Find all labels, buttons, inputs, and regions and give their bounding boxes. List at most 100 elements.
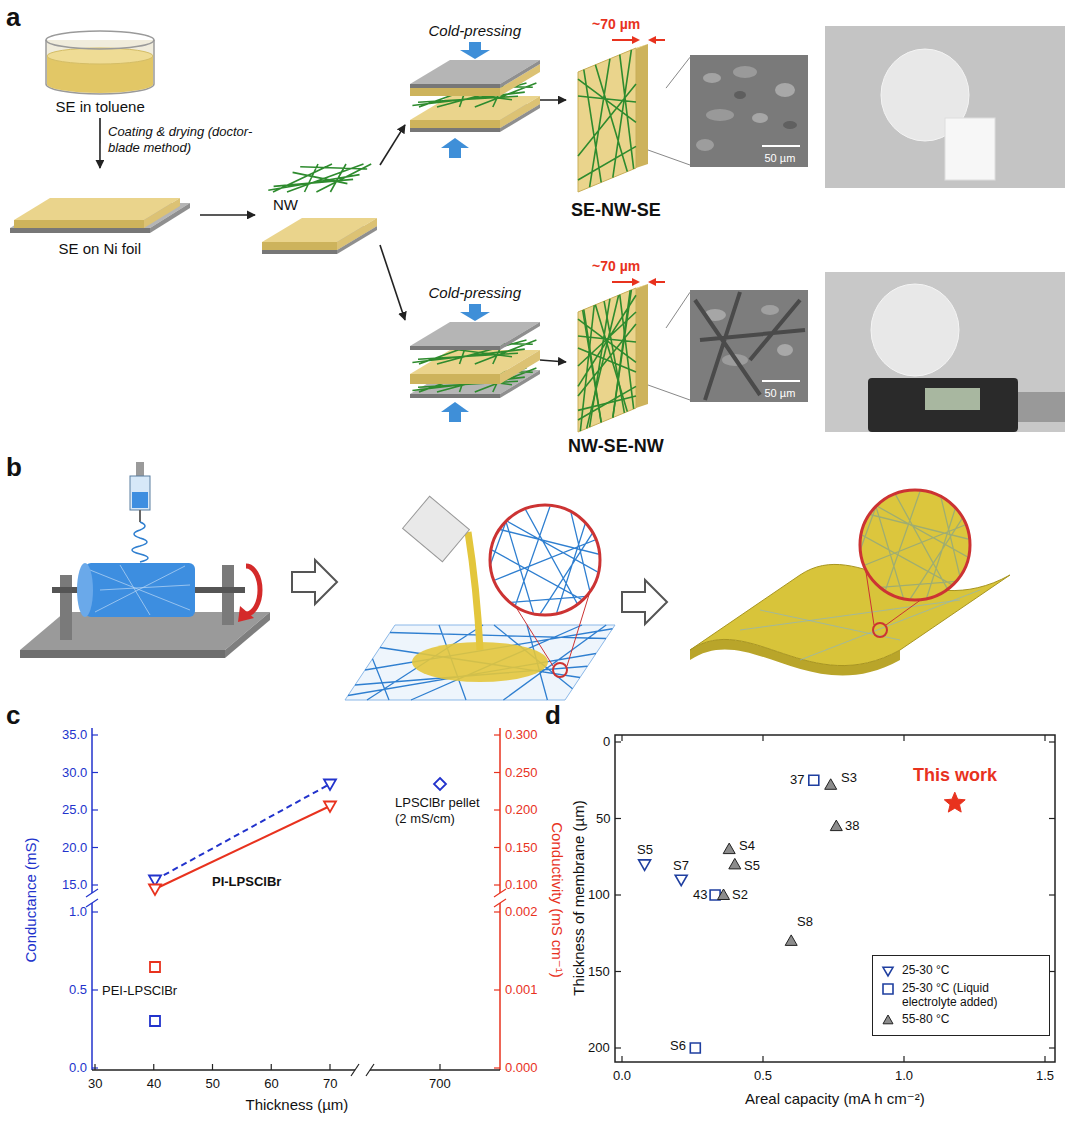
axis-title: Conductance (mS) bbox=[21, 837, 39, 962]
tick-label: 20.0 bbox=[62, 840, 87, 856]
nanowire-on-foil bbox=[266, 164, 374, 192]
tick-label: 0.0 bbox=[69, 1060, 87, 1076]
tick-mark bbox=[903, 735, 904, 741]
node-text: NW bbox=[273, 196, 298, 214]
data-point bbox=[324, 780, 336, 791]
process-arrow bbox=[540, 99, 566, 101]
tick-mark bbox=[439, 1064, 440, 1070]
tick-mark bbox=[494, 911, 500, 912]
process-arrow bbox=[99, 118, 101, 168]
flexible-membrane bbox=[860, 490, 970, 600]
process-arrow bbox=[622, 580, 667, 624]
electrospinning-setup bbox=[132, 522, 148, 562]
axis-title: Thickness (µm) bbox=[246, 1096, 349, 1114]
tick-mark bbox=[1044, 1056, 1045, 1062]
flexible-membrane bbox=[860, 490, 970, 600]
press-stack bbox=[449, 148, 461, 158]
tick-mark bbox=[92, 884, 98, 885]
fiber-mat bbox=[345, 496, 615, 700]
sem-image bbox=[690, 290, 808, 402]
membrane bbox=[632, 278, 640, 286]
process-arrow bbox=[380, 125, 405, 165]
sem-image bbox=[775, 83, 795, 97]
tick-mark bbox=[903, 1056, 904, 1062]
electrospinning-setup bbox=[132, 492, 148, 508]
tick-mark bbox=[615, 894, 621, 895]
data-point bbox=[809, 775, 819, 785]
tick-mark bbox=[494, 1067, 500, 1068]
press-stack bbox=[410, 42, 540, 158]
membrane bbox=[578, 48, 636, 192]
process-arrow bbox=[292, 560, 337, 604]
data-point bbox=[825, 779, 837, 790]
axis-title: Thickness of membrane (µm) bbox=[569, 800, 587, 995]
legend-row: 25-30 °C (Liquid electrolyte added) bbox=[880, 981, 1042, 1010]
tick-mark bbox=[615, 818, 621, 819]
data-point bbox=[324, 802, 336, 813]
axis-break bbox=[86, 899, 98, 907]
panel-label: a bbox=[6, 2, 20, 33]
sem-image bbox=[690, 290, 808, 402]
tick-mark bbox=[1049, 894, 1055, 895]
tick-label: 1.5 bbox=[1036, 1068, 1054, 1084]
photo bbox=[945, 118, 995, 180]
tick-label: 25.0 bbox=[62, 802, 87, 818]
foil-node: SE on Ni foil bbox=[8, 168, 200, 262]
press-stack bbox=[500, 96, 540, 128]
electrospinning-setup bbox=[90, 565, 190, 615]
data-point bbox=[434, 778, 446, 790]
legend: 25-30 °C25-30 °C (Liquid electrolyte add… bbox=[872, 955, 1050, 1036]
tick-mark bbox=[615, 971, 621, 972]
chart bbox=[86, 728, 1055, 1076]
sem-image bbox=[783, 121, 797, 129]
point-label: 43 bbox=[693, 887, 707, 903]
node-text: 50 µm bbox=[765, 387, 796, 400]
tick-mark bbox=[92, 911, 98, 912]
electrospinning-setup bbox=[20, 462, 270, 658]
point-label: S3 bbox=[841, 770, 857, 786]
node-text: NW-SE-NW bbox=[568, 436, 664, 458]
data-point bbox=[639, 860, 651, 871]
data-point bbox=[729, 858, 741, 869]
electrospinning-setup bbox=[246, 566, 260, 614]
tick-label: 30.0 bbox=[62, 765, 87, 781]
data-line bbox=[155, 784, 330, 880]
sem-image bbox=[706, 109, 734, 121]
tick-label: 60 bbox=[264, 1076, 278, 1092]
beaker bbox=[46, 31, 154, 49]
electrospinning-setup bbox=[77, 563, 93, 617]
flexible-membrane bbox=[873, 623, 887, 637]
process-arrow bbox=[540, 360, 566, 362]
tick-mark bbox=[621, 1056, 622, 1062]
axis-line bbox=[91, 903, 93, 1070]
edge-label: Coating & drying (doctor-blade method) bbox=[108, 124, 253, 155]
axis-line bbox=[499, 903, 501, 1070]
data-point bbox=[944, 792, 965, 812]
tick-mark bbox=[92, 772, 98, 773]
axis-break bbox=[494, 899, 506, 907]
press-stack bbox=[441, 402, 469, 412]
press-stack bbox=[500, 60, 540, 88]
press-stack bbox=[410, 83, 540, 107]
fiber-mat bbox=[490, 505, 600, 615]
tick-mark bbox=[94, 1064, 95, 1070]
data-point bbox=[723, 843, 735, 854]
press-stack bbox=[460, 50, 490, 59]
fiber-mat bbox=[490, 505, 600, 615]
tick-label: 0.001 bbox=[505, 982, 538, 998]
data-line bbox=[155, 806, 330, 889]
tick-mark bbox=[494, 734, 500, 735]
tick-mark bbox=[494, 809, 500, 810]
node-text: Cold-pressing bbox=[429, 22, 522, 40]
press-node: Cold-pressing bbox=[405, 284, 540, 422]
point-label: 38 bbox=[845, 818, 859, 834]
tick-mark bbox=[1049, 741, 1055, 742]
coated-foil bbox=[14, 220, 144, 228]
zoom-line bbox=[666, 292, 690, 328]
membrane-node: ~70 µmSE-NW-SE bbox=[566, 16, 666, 222]
membrane bbox=[578, 48, 636, 192]
beaker bbox=[46, 31, 154, 94]
membrane bbox=[636, 44, 648, 168]
electrospinning-setup bbox=[60, 575, 72, 640]
